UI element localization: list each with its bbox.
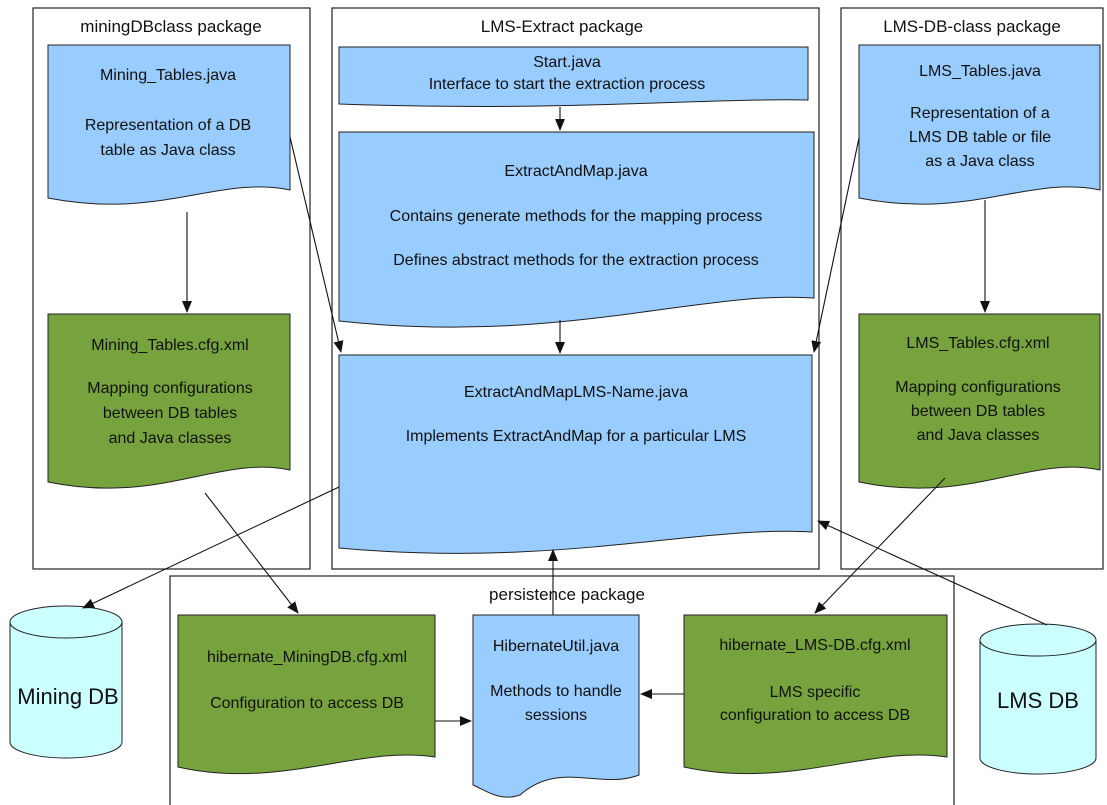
doc-title: ExtractAndMapLMS-Name.java: [464, 384, 688, 401]
doc-title: LMS_Tables.cfg.xml: [906, 335, 1049, 352]
doc-extract-and-map: ExtractAndMap.java Contains generate met…: [338, 131, 815, 328]
doc-title: HibernateUtil.java: [493, 638, 619, 655]
doc-line: sessions: [525, 707, 587, 724]
doc-line: Defines abstract methods for the extract…: [393, 252, 759, 269]
doc-title: hibernate_LMS-DB.cfg.xml: [719, 637, 910, 654]
doc-lms-tables-java: LMS_Tables.java Representation of a LMS …: [858, 44, 1101, 205]
arrow-lms-cfg-to-hibernate-lms: [814, 477, 946, 614]
doc-hibernate-mining: hibernate_MiningDB.cfg.xml Configuration…: [177, 614, 436, 775]
doc-title: ExtractAndMap.java: [504, 163, 647, 180]
lms-db-cylinder: LMS DB: [979, 623, 1097, 775]
doc-line: between DB tables: [911, 403, 1045, 420]
arrow-lms-name-to-mining-db: [82, 486, 340, 609]
doc-line: Interface to start the extraction proces…: [429, 76, 706, 93]
db-label: Mining DB: [17, 684, 118, 709]
doc-hibernate-util: HibernateUtil.java Methods to handle ses…: [472, 614, 640, 798]
doc-mining-tables-java: Mining_Tables.java Representation of a D…: [47, 44, 291, 205]
doc-line: Representation of a DB: [85, 117, 251, 134]
doc-title: Start.java: [533, 54, 601, 71]
doc-line: and Java classes: [109, 430, 232, 447]
arrow-lms-java-to-lms-name: [811, 137, 860, 353]
package-label-lms-db-class: LMS-DB-class package: [883, 17, 1061, 36]
doc-line: LMS DB table or file: [909, 129, 1051, 146]
package-label-persistence: persistence package: [489, 585, 645, 604]
package-label-lms-extract: LMS-Extract package: [481, 17, 644, 36]
doc-line: configuration to access DB: [720, 707, 910, 724]
doc-start-java: Start.java Interface to start the extrac…: [338, 46, 809, 107]
doc-line: LMS specific: [770, 684, 861, 701]
doc-line: between DB tables: [103, 405, 237, 422]
doc-line: Methods to handle: [490, 683, 622, 700]
doc-title: LMS_Tables.java: [919, 63, 1041, 80]
doc-extract-and-map-lms: ExtractAndMapLMS-Name.java Implements Ex…: [338, 354, 813, 554]
doc-lms-tables-cfg: LMS_Tables.cfg.xml Mapping configuration…: [858, 313, 1101, 489]
arrow-lms-db-to-lms-name: [817, 520, 1048, 626]
doc-title: Mining_Tables.java: [100, 67, 236, 84]
mining-db-cylinder: Mining DB: [9, 605, 123, 759]
arrow-mining-java-to-lms-name: [289, 136, 344, 353]
connectors: [82, 107, 1048, 726]
package-lms-extract: LMS-Extract package: [331, 7, 820, 570]
doc-line: Contains generate methods for the mappin…: [390, 208, 763, 225]
package-mining-db-class: miningDBclass package: [32, 7, 311, 570]
arrow-mining-cfg-to-hibernate-mining: [204, 492, 299, 614]
doc-title: hibernate_MiningDB.cfg.xml: [207, 649, 407, 666]
doc-mining-tables-cfg: Mining_Tables.cfg.xml Mapping configurat…: [47, 313, 291, 489]
doc-line: Implements ExtractAndMap for a particula…: [406, 428, 747, 445]
package-lms-db-class: LMS-DB-class package: [840, 7, 1104, 570]
doc-hibernate-lms: hibernate_LMS-DB.cfg.xml LMS specific co…: [683, 614, 948, 775]
doc-line: Mapping configurations: [895, 379, 1060, 396]
db-label: LMS DB: [997, 688, 1079, 713]
doc-line: as a Java class: [925, 153, 1034, 170]
doc-line: Configuration to access DB: [210, 695, 404, 712]
package-persistence: persistence package: [169, 575, 955, 805]
doc-title: Mining_Tables.cfg.xml: [91, 337, 248, 354]
package-label-mining-db-class: miningDBclass package: [80, 17, 261, 36]
doc-line: Representation of a: [910, 105, 1050, 122]
doc-line: table as Java class: [100, 142, 235, 159]
doc-line: Mapping configurations: [87, 380, 252, 397]
doc-line: and Java classes: [917, 427, 1040, 444]
